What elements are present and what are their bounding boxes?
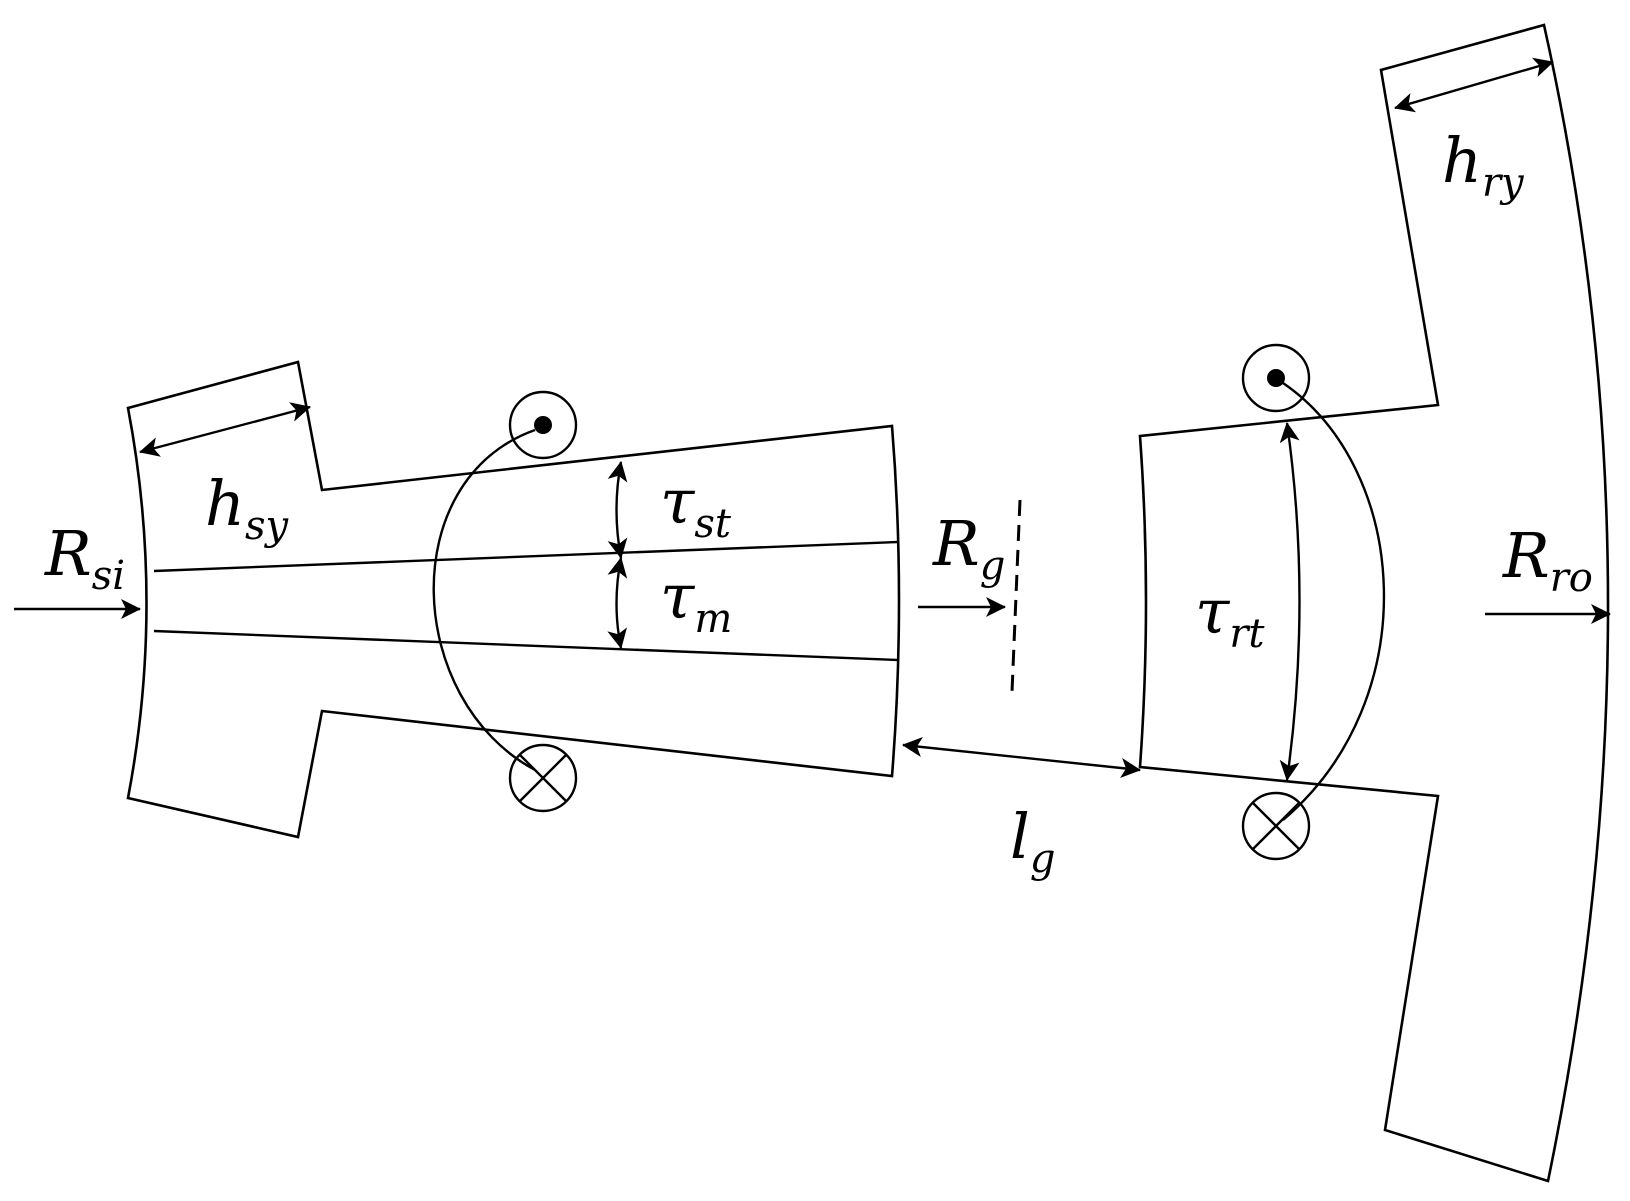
rotor-coil-end-curve [1282,382,1386,821]
h-ry-dimension-arrow [1394,57,1554,113]
l-g-dimension-arrow [902,737,1141,778]
rotor-tooth-outline [1138,23,1610,1183]
label-tau-m: τm [660,560,732,642]
rotor-conductor-dot-icon [1241,343,1311,413]
stator-coil-end-curve [432,428,536,772]
rotor-conductor-cross-icon [1241,791,1311,861]
air-gap-center-dashed-line [1010,499,1022,693]
label-r-g: Rg [932,507,1005,589]
h-sy-dimension-arrow [139,402,311,457]
stator-conductor-dot-icon [508,390,578,460]
stator-tooth-outline [126,360,901,839]
label-r-si: Rsi [44,517,125,599]
label-r-ro: Rro [1502,519,1593,601]
tau-m-dimension-arrow [607,557,628,649]
stator-slot-lines [153,540,899,662]
label-tau-rt: τrt [1195,575,1265,657]
label-l-g: lg [1010,800,1055,882]
tau-rt-dimension-arrow [1279,422,1301,781]
tau-st-dimension-arrow [607,461,628,559]
label-tau-st: τst [660,465,732,547]
label-h-ry: hry [1442,124,1525,206]
label-h-sy: hsy [205,467,289,549]
stator-conductor-cross-icon [508,743,578,813]
